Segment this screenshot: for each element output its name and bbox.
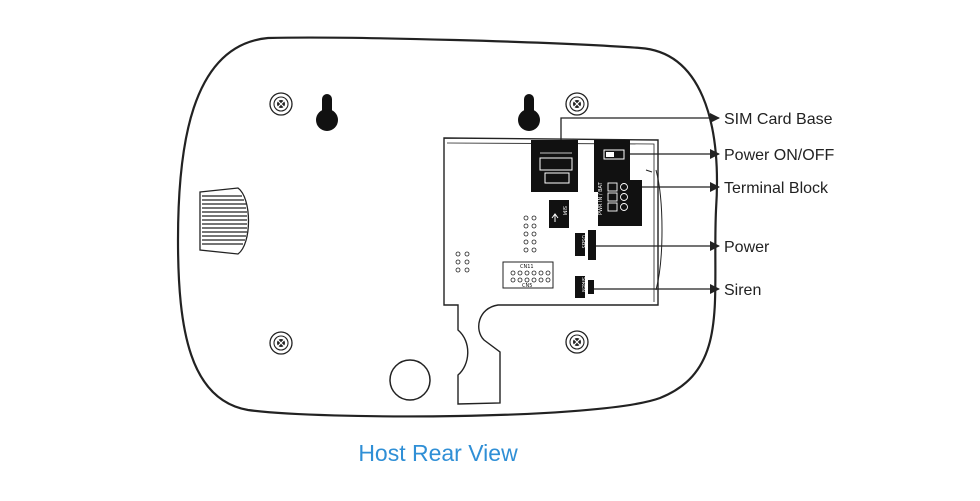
screw-icon bbox=[269, 331, 293, 355]
svg-text:PWR IN / BAT: PWR IN / BAT bbox=[598, 181, 604, 215]
siren-connector: SIREN bbox=[575, 276, 594, 298]
host-body-outline bbox=[176, 36, 718, 418]
callout-label-power-onoff: Power ON/OFF bbox=[724, 147, 834, 164]
callout-label-terminal-block: Terminal Block bbox=[724, 180, 829, 197]
sim-card-base bbox=[531, 140, 578, 192]
svg-text:SIM: SIM bbox=[561, 206, 567, 215]
speaker-grille bbox=[199, 187, 250, 255]
svg-text:USB5: USB5 bbox=[580, 235, 586, 248]
callout-line-sim-card-base bbox=[560, 113, 720, 140]
led-hole-pattern bbox=[455, 215, 537, 273]
screw-icon bbox=[269, 92, 293, 116]
svg-text:CN11: CN11 bbox=[520, 264, 534, 270]
svg-text:SIREN: SIREN bbox=[580, 277, 586, 292]
screw-icon bbox=[565, 330, 589, 354]
connector-block: CN11 CN5 bbox=[502, 261, 554, 289]
usb-label: USB5 bbox=[575, 233, 586, 256]
round-plug bbox=[389, 359, 431, 401]
power-jack bbox=[588, 230, 596, 260]
callout-label-power: Power bbox=[724, 239, 770, 256]
callout-label-siren: Siren bbox=[724, 282, 761, 299]
wall-mount-hole-right bbox=[518, 94, 540, 131]
power-switch bbox=[603, 149, 625, 160]
power-switch-and-terminal-block: PWR IN / BAT bbox=[594, 140, 642, 226]
svg-text:CN5: CN5 bbox=[522, 283, 532, 289]
sim-marker: SIM bbox=[549, 200, 569, 228]
diagram-caption: Host Rear View bbox=[358, 440, 518, 466]
board-compartment bbox=[443, 137, 659, 405]
callout-label-sim-card-base: SIM Card Base bbox=[724, 111, 833, 128]
wall-mount-hole-left bbox=[316, 94, 338, 131]
screw-icon bbox=[565, 92, 589, 116]
